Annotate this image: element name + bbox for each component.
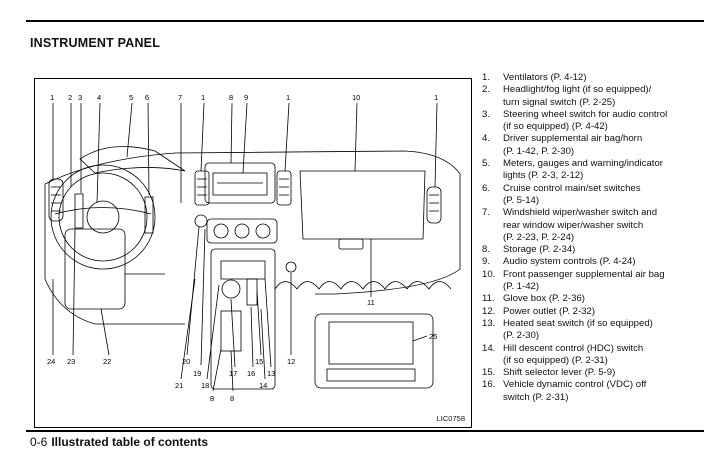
legend-item-number: 9. [482,256,491,268]
callout-5: 5 [129,93,133,102]
legend-item-number: 16. [482,379,496,391]
legend-item-9: 9. Audio system controls (P. 4-24) [482,256,718,268]
legend-item-text: switch (P. 2-31) [503,391,569,403]
legend-item-text: (if so equipped) (P. 4-42) [503,121,608,133]
legend-item-text: lights (P. 2-3, 2-12) [503,170,584,182]
legend-item-text: (P. 5-14) [503,194,540,206]
legend-item-number: 13. [482,317,496,329]
legend-item-text: Heated seat switch (if so equipped) [503,317,653,329]
legend-item-text: (P. 2-30) [503,330,540,342]
legend-item-text: rear window wiper/washer switch [503,219,644,231]
callout-24: 24 [47,357,55,366]
legend-item-14: 14. Hill descent control (HDC) switch(if … [482,343,718,368]
legend-list: 1. Ventilators (P. 4-12) 2. Headlight/fog … [482,72,718,404]
legend-item-text: Vehicle dynamic control (VDC) off [503,379,647,391]
footer-title: Illustrated table of contents [51,435,209,449]
legend-item-text: Ventilators (P. 4-12) [503,72,587,83]
callout-23: 23 [67,357,75,366]
legend-item-11: 11. Glove box (P. 2-36) [482,293,718,305]
legend-item-text: Headlight/fog light (if so equipped)/ [503,84,652,96]
legend-item-text: Hill descent control (HDC) switch [503,342,644,354]
legend-item-text: Driver supplemental air bag/horn [503,133,643,145]
legend-item-15: 15. Shift selector lever (P. 5-9) [482,367,718,379]
legend-item-text: Audio system controls (P. 4-24) [503,256,636,268]
callout-6: 6 [145,93,149,102]
callout-1c: 1 [286,93,290,102]
legend-item-12: 12. Power outlet (P. 2-32) [482,306,718,318]
callout-8b: 8 [210,394,214,403]
legend-item-text: Storage (P. 2-34) [503,244,576,256]
callout-17: 17 [229,369,237,378]
legend-item-text: turn signal switch (P. 2-25) [503,96,616,108]
legend-item-number: 11. [482,293,495,305]
page-number: 0-6 [30,435,48,449]
callout-3: 3 [78,93,82,102]
legend-item-text: Windshield wiper/washer switch and [503,207,658,219]
callout-18: 18 [201,381,209,390]
callout-21: 21 [175,381,183,390]
callout-14: 14 [259,381,267,390]
legend-item-text: Meters, gauges and warning/indicator [503,158,663,170]
instrument-panel-drawing: 1 2 3 4 5 6 7 1 8 9 1 10 1 24 23 22 20 1… [44,93,461,403]
legend-item-text: Glove box (P. 2-36) [503,293,585,305]
callout-11: 11 [367,298,375,307]
instrument-panel-figure: 1 2 3 4 5 6 7 1 8 9 1 10 1 24 23 22 20 1… [34,78,472,428]
callout-10: 10 [352,93,360,102]
top-rule [26,20,704,22]
callout-20: 20 [182,357,190,366]
callout-2: 2 [68,93,72,102]
callout-1: 1 [50,93,54,102]
legend-item-2: 2. Headlight/fog light (if so equipped)/t… [482,84,718,109]
callout-13: 13 [267,369,275,378]
callout-16: 16 [247,369,255,378]
legend-item-13: 13. Heated seat switch (if so equipped)(P… [482,318,718,343]
legend-item-text: (P. 2-23, P. 2-24) [503,231,575,243]
legend-item-10: 10. Front passenger supplemental air bag(… [482,269,718,294]
figure-code: LIC0758 [436,414,465,423]
legend-item-text: Steering wheel switch for audio control [503,108,668,120]
legend-item-number: 6. [482,182,491,194]
legend-item-1: 1. Ventilators (P. 4-12) [482,72,718,84]
section-title: INSTRUMENT PANEL [30,36,161,50]
callout-7: 7 [178,93,182,102]
legend-item-text: Cruise control main/set switches [503,182,641,194]
legend-item-text: Power outlet (P. 2-32) [503,305,596,317]
callout-22: 22 [103,357,111,366]
legend-item-8: 8. Storage (P. 2-34) [482,244,718,256]
callout-9: 9 [244,93,248,102]
callout-12: 12 [287,357,295,366]
legend-item-6: 6. Cruise control main/set switches(P. 5-… [482,183,718,208]
legend-item-3: 3. Steering wheel switch for audio contro… [482,109,718,134]
callout-1b: 1 [201,93,205,102]
legend-item-text: (if so equipped) (P. 2-31) [503,354,608,366]
legend-item-number: 10. [482,268,496,280]
callout-8: 8 [229,93,233,102]
legend-item-4: 4. Driver supplemental air bag/horn(P. 1-… [482,133,718,158]
legend-item-number: 15. [482,367,496,379]
legend-item-text: Front passenger supplemental air bag [503,268,665,280]
legend-item-number: 7. [482,207,491,219]
legend-item-text: Shift selector lever (P. 5-9) [503,367,616,379]
legend-item-text: (P. 1-42) [503,281,540,293]
legend-item-number: 2. [482,84,491,96]
legend-item-number: 8. [482,244,491,256]
legend-item-text: (P. 1-42, P. 2-30) [503,145,575,157]
callout-19: 19 [193,369,201,378]
legend-item-number: 12. [482,305,496,317]
legend-item-number: 3. [482,108,491,120]
legend-item-number: 1. [482,72,491,83]
callout-25: 25 [429,332,437,341]
legend-item-number: 14. [482,342,496,354]
callout-15: 15 [255,357,263,366]
bottom-rule [26,430,704,432]
callout-4: 4 [97,93,101,102]
callout-8c: 8 [230,394,234,403]
legend-item-number: 5. [482,158,491,170]
legend-item-number: 4. [482,133,491,145]
callout-1d: 1 [434,93,438,102]
